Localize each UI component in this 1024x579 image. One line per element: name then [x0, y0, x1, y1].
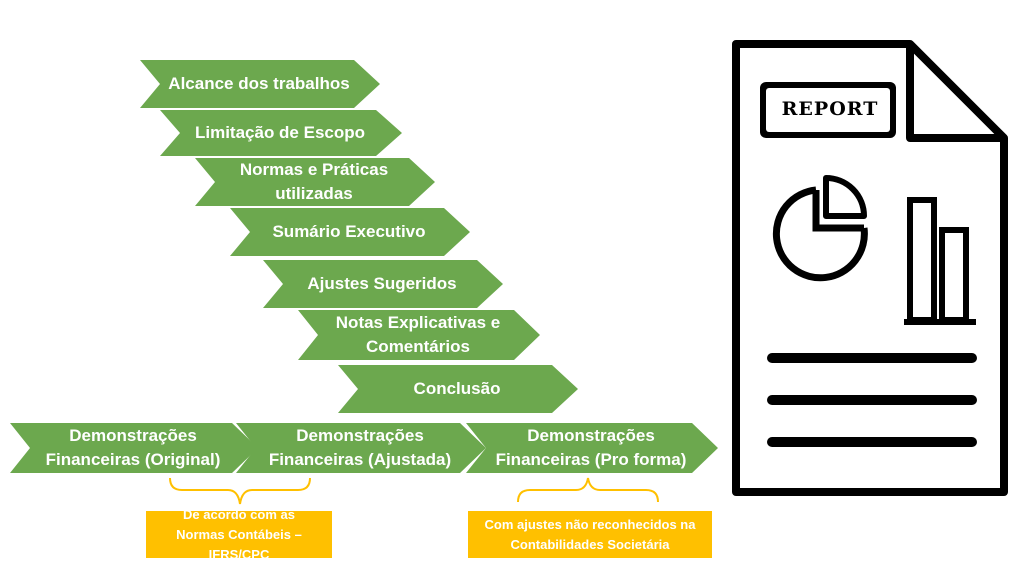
step-label: Alcance dos trabalhos: [168, 74, 350, 93]
note-right-text: Com ajustes não reconhecidos na Contabil…: [484, 516, 696, 552]
statement-label: Demonstrações Financeiras (Ajustada): [268, 426, 452, 469]
step-label: Notas Explicativas e Comentários: [335, 313, 501, 356]
text-lines-icon: [767, 353, 977, 447]
step-conclusao: Conclusão: [338, 365, 578, 413]
bar-chart-icon: [904, 197, 976, 325]
step-sumario: Sumário Executivo: [230, 208, 470, 256]
step-alcance: Alcance dos trabalhos: [140, 60, 380, 108]
statement-original: Demonstrações Financeiras (Original): [10, 423, 258, 473]
brace-right: [517, 477, 659, 503]
report-document-icon: [732, 40, 1008, 496]
statement-label: Demonstrações Financeiras (Pro forma): [495, 426, 687, 469]
statement-ajustada: Demonstrações Financeiras (Ajustada): [236, 423, 486, 473]
pie-chart-icon: [772, 175, 868, 282]
step-notas: Notas Explicativas e Comentários: [298, 310, 540, 360]
statement-pro-forma: Demonstrações Financeiras (Pro forma): [466, 423, 718, 473]
step-label: Normas e Práticas utilizadas: [239, 160, 389, 203]
note-left: De acordo com as Normas Contábeis – IFRS…: [146, 507, 332, 562]
document-outline: [732, 40, 1008, 496]
step-label: Ajustes Sugeridos: [307, 274, 457, 293]
brace-left: [169, 477, 311, 505]
step-normas: Normas e Práticas utilizadas: [195, 158, 435, 206]
note-left-text: De acordo com as Normas Contábeis – IFRS…: [176, 506, 302, 562]
report-label: REPORT: [781, 98, 879, 120]
statement-label: Demonstrações Financeiras (Original): [45, 426, 221, 469]
step-limitacao: Limitação de Escopo: [160, 110, 402, 156]
note-right: Com ajustes não reconhecidos na Contabil…: [468, 511, 712, 558]
step-label: Limitação de Escopo: [194, 123, 366, 142]
step-label: Sumário Executivo: [272, 222, 426, 241]
step-ajustes: Ajustes Sugeridos: [263, 260, 503, 308]
document-fold: [906, 44, 1004, 142]
step-label: Conclusão: [413, 379, 501, 398]
